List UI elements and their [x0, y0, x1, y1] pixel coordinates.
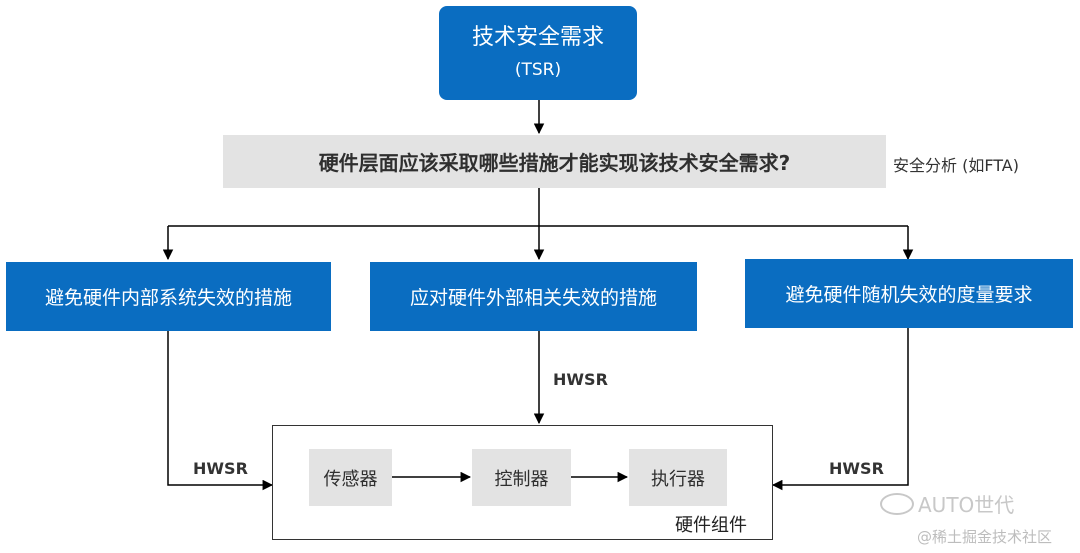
question-text: 硬件层面应该采取哪些措施才能实现该技术安全需求? [318, 151, 791, 175]
measure-label-3: 避免硬件随机失效的度量要求 [785, 284, 1033, 306]
sensor-box: 传感器 [309, 449, 392, 506]
hardware-component-title: 硬件组件 [675, 515, 747, 536]
tsr-abbr: (TSR) [514, 60, 562, 80]
hwsr-label-right: HWSR [829, 459, 884, 478]
measure-label-2: 应对硬件外部相关失效的措施 [409, 287, 657, 309]
arrow-measure-3-to-component [771, 328, 909, 491]
watermark-line1: AUTO世代 [918, 493, 1015, 517]
hwsr-label-left: HWSR [193, 459, 248, 478]
tsr-box: 技术安全需求 (TSR) [439, 6, 637, 100]
watermark-line2: @稀土掘金技术社区 [917, 528, 1053, 546]
measure-label-1: 避免硬件内部系统失效的措施 [44, 287, 292, 309]
question-bar: 硬件层面应该采取哪些措施才能实现该技术安全需求? [223, 135, 886, 188]
measure-box-external-failure: 应对硬件外部相关失效的措施 [370, 262, 697, 331]
analysis-note: 安全分析 (如FTA) [893, 156, 1019, 175]
watermark-logo-icon [880, 493, 914, 515]
controller-box: 控制器 [472, 449, 571, 506]
hwsr-label-center: HWSR [553, 370, 608, 389]
actuator-label: 执行器 [651, 468, 705, 490]
actuator-box: 执行器 [629, 449, 727, 506]
measure-box-internal-failure: 避免硬件内部系统失效的措施 [6, 262, 331, 331]
sensor-label: 传感器 [323, 468, 378, 490]
hardware-component-frame [272, 425, 773, 540]
measure-box-random-failure: 避免硬件随机失效的度量要求 [745, 259, 1073, 328]
controller-label: 控制器 [494, 468, 549, 490]
tsr-title: 技术安全需求 [471, 25, 604, 50]
arrow-measure-1-to-component [167, 331, 274, 491]
